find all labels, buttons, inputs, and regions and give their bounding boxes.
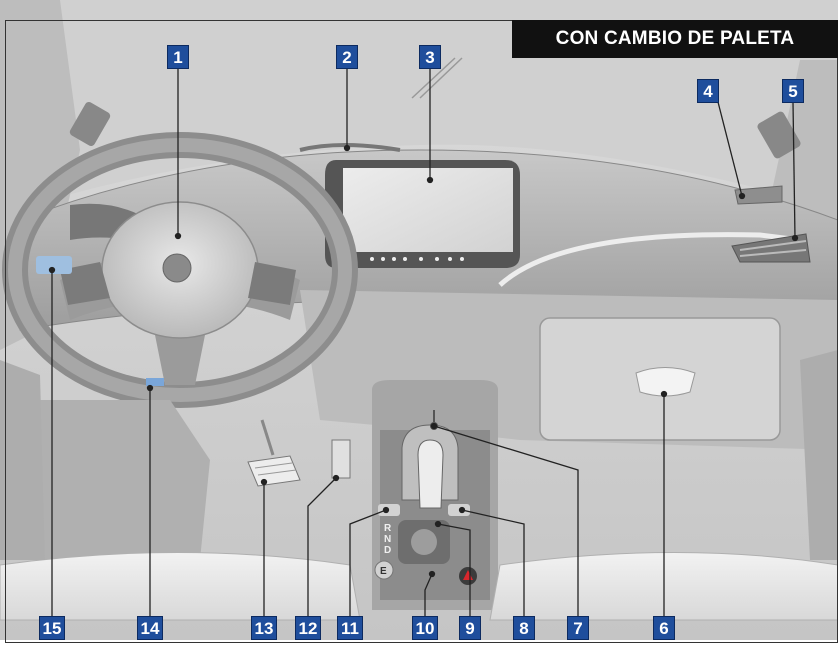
shifter-n-label: N <box>384 534 391 545</box>
callout-2: 2 <box>336 45 358 69</box>
screen-buttons <box>370 257 464 261</box>
callout-10: 10 <box>412 616 438 640</box>
accelerator-pedal <box>331 439 351 479</box>
dash-trim <box>498 232 801 287</box>
glove-box-handle <box>635 367 696 397</box>
e-button-label: E <box>380 566 387 577</box>
callout-5: 5 <box>782 79 804 103</box>
callout-3: 3 <box>419 45 441 69</box>
gear-knob <box>417 439 444 509</box>
callout-14: 14 <box>137 616 163 640</box>
callout-1: 1 <box>167 45 189 69</box>
title-banner: CON CAMBIO DE PALETA <box>512 20 838 58</box>
callout-7: 7 <box>567 616 589 640</box>
callout-4: 4 <box>697 79 719 103</box>
callout-11: 11 <box>337 616 363 640</box>
callout-8: 8 <box>513 616 535 640</box>
callout-12: 12 <box>295 616 321 640</box>
left-wheel-controls <box>60 262 110 305</box>
shifter-r-label: R <box>384 523 392 534</box>
e-button <box>374 560 394 580</box>
left-door <box>0 360 45 560</box>
right-side-vent <box>757 111 801 159</box>
windshield-sensor <box>299 143 401 152</box>
paddle-highlight <box>36 256 72 274</box>
right-wheel-controls <box>248 262 296 305</box>
callout-15: 15 <box>39 616 65 640</box>
right-door <box>800 350 838 560</box>
steering-logo <box>162 253 192 283</box>
left-side-vent <box>69 102 111 146</box>
callout-9: 9 <box>459 616 481 640</box>
callout-leaders <box>48 68 799 618</box>
callout-6: 6 <box>653 616 675 640</box>
callout-13: 13 <box>251 616 277 640</box>
airbag-indicator <box>734 185 783 205</box>
driver-seat <box>0 552 361 621</box>
shifter-d-label: D <box>384 545 391 556</box>
gear-dial <box>411 529 437 555</box>
steering-adjust-highlight <box>146 378 164 386</box>
